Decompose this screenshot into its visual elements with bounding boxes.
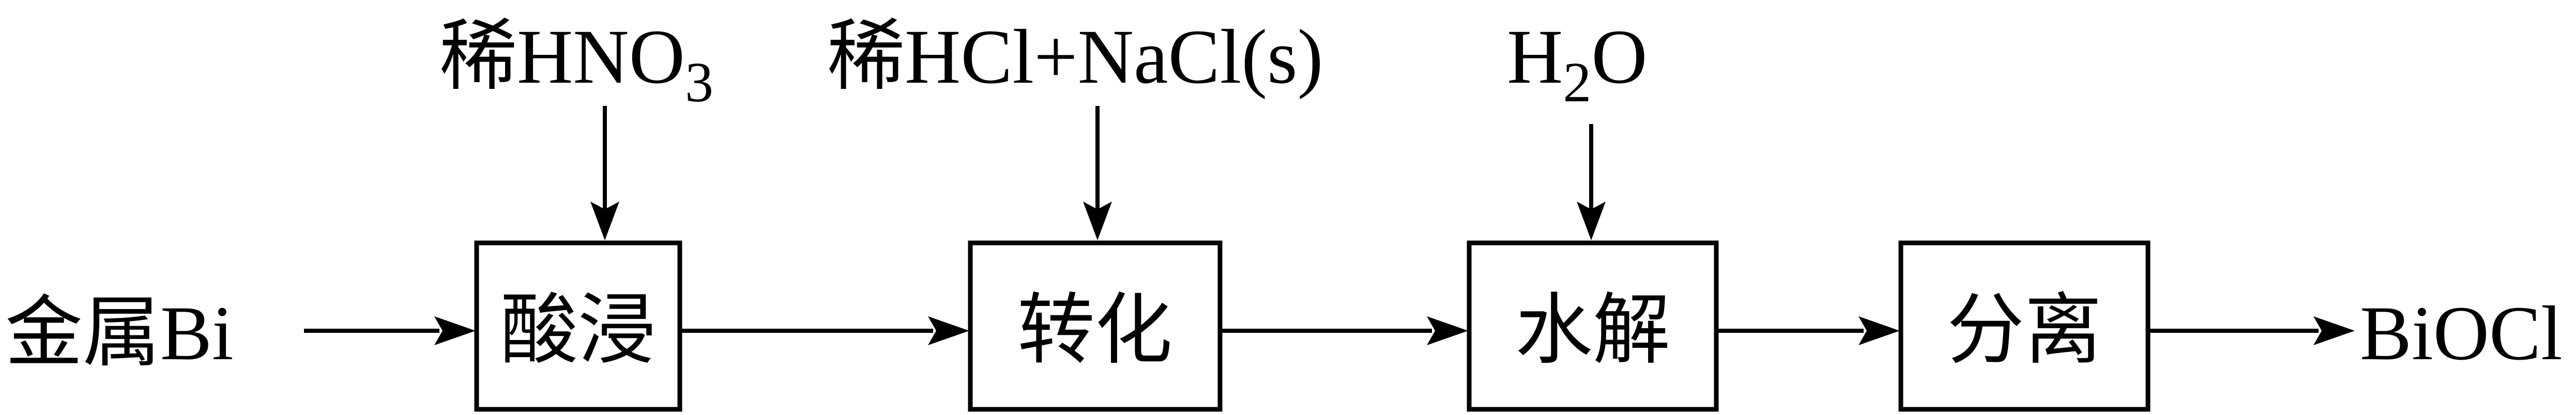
step-4-label: 分离 [1947,288,2102,374]
arrow-reagent-step1 [590,106,619,240]
reagent-step1: 稀HNO3 [439,14,713,114]
arrow-step4-to-output [2148,316,2355,345]
reagent-step2: 稀HCl+NaCl(s) [827,14,1323,100]
step-box-4: 分离 [1898,240,2151,412]
output-label: BiOCl [2360,290,2563,376]
step-2-label: 转化 [1017,288,1172,374]
arrow-reagent-step3 [1577,124,1606,240]
arrow-input-to-step1 [304,316,476,345]
arrow-step3-to-step4 [1716,316,1900,345]
step-3-label: 水解 [1515,288,1670,374]
step-1-label: 酸浸 [500,288,656,374]
arrow-step2-to-step3 [1220,316,1468,345]
step-box-1: 酸浸 [474,240,682,412]
arrow-reagent-step2 [1083,106,1112,240]
arrow-step1-to-step2 [680,316,969,345]
step-box-3: 水解 [1467,240,1719,412]
input-label: 金属Bi [5,290,234,376]
step-box-2: 转化 [968,240,1223,412]
reagent-step3: H2O [1507,14,1648,114]
